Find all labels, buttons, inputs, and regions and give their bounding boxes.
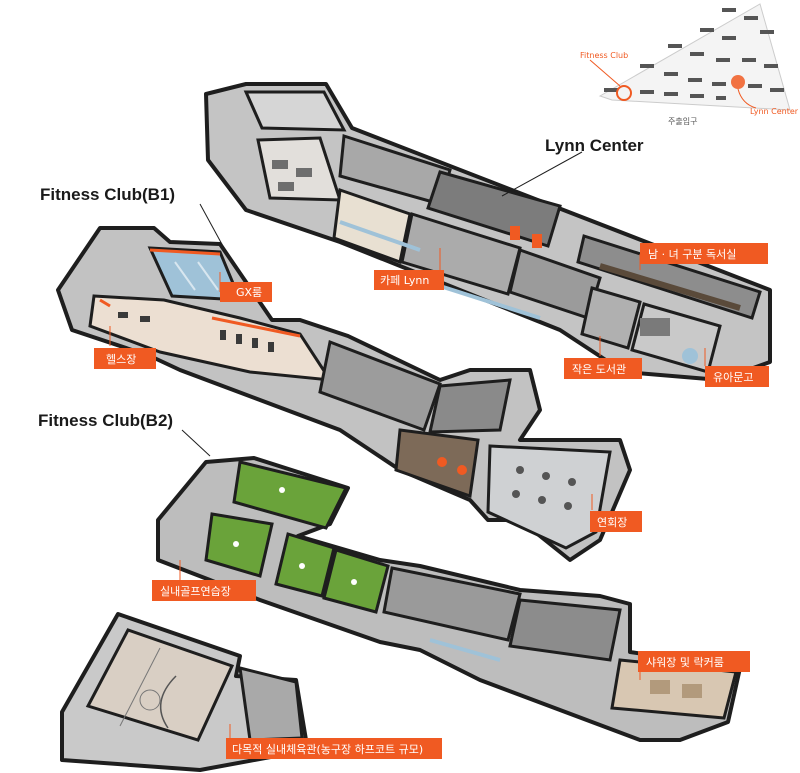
multipurpose-gym-building: [60, 612, 308, 772]
callout-library-gender: 남 · 녀 구분 독서실: [639, 243, 768, 270]
callout-gym-hall: 다목적 실내체육관(농구장 하프코트 규모): [226, 724, 442, 759]
lynn-center-marker-icon: [731, 75, 745, 89]
callout-cafe: 카페 Lynn: [374, 248, 444, 290]
minimap-lynn-label: Lynn Center: [750, 107, 799, 116]
label-cafe: 카페 Lynn: [380, 274, 429, 287]
callout-small-library: 작은 도서관: [564, 336, 642, 379]
fitness-b2-building: [156, 456, 742, 742]
label-kids-library: 유아문고: [713, 371, 753, 384]
label-gym: 헬스장: [106, 353, 136, 366]
fitness-b1-title: Fitness Club(B1): [40, 185, 175, 204]
label-gx: GX룸: [236, 286, 262, 299]
callout-gx: GX룸: [219, 272, 272, 302]
callout-shower: 샤워장 및 락커룸: [638, 651, 750, 680]
label-small-library: 작은 도서관: [572, 363, 626, 376]
fitness-club-marker-icon: [616, 85, 632, 101]
minimap-entrance-label: 주출입구: [668, 116, 697, 126]
site-minimap: Fitness Club Lynn Center 주출입구: [580, 3, 799, 126]
callout-banquet: 연회장: [590, 494, 642, 532]
callout-kids-library: 유아문고: [704, 348, 769, 387]
label-banquet: 연회장: [597, 516, 627, 529]
lynn-center-title: Lynn Center: [545, 136, 644, 155]
label-library-gender: 남 · 녀 구분 독서실: [648, 248, 736, 261]
callout-golf: 실내골프연습장: [152, 560, 256, 601]
label-gym-hall: 다목적 실내체육관(농구장 하프코트 규모): [232, 742, 423, 756]
fitness-b2-title: Fitness Club(B2): [38, 411, 173, 430]
fitness-b1-building: [56, 226, 632, 562]
label-golf: 실내골프연습장: [160, 585, 231, 598]
minimap-fitness-label: Fitness Club: [580, 51, 628, 60]
label-shower: 샤워장 및 락커룸: [646, 656, 724, 669]
callout-gym: 헬스장: [94, 326, 156, 369]
